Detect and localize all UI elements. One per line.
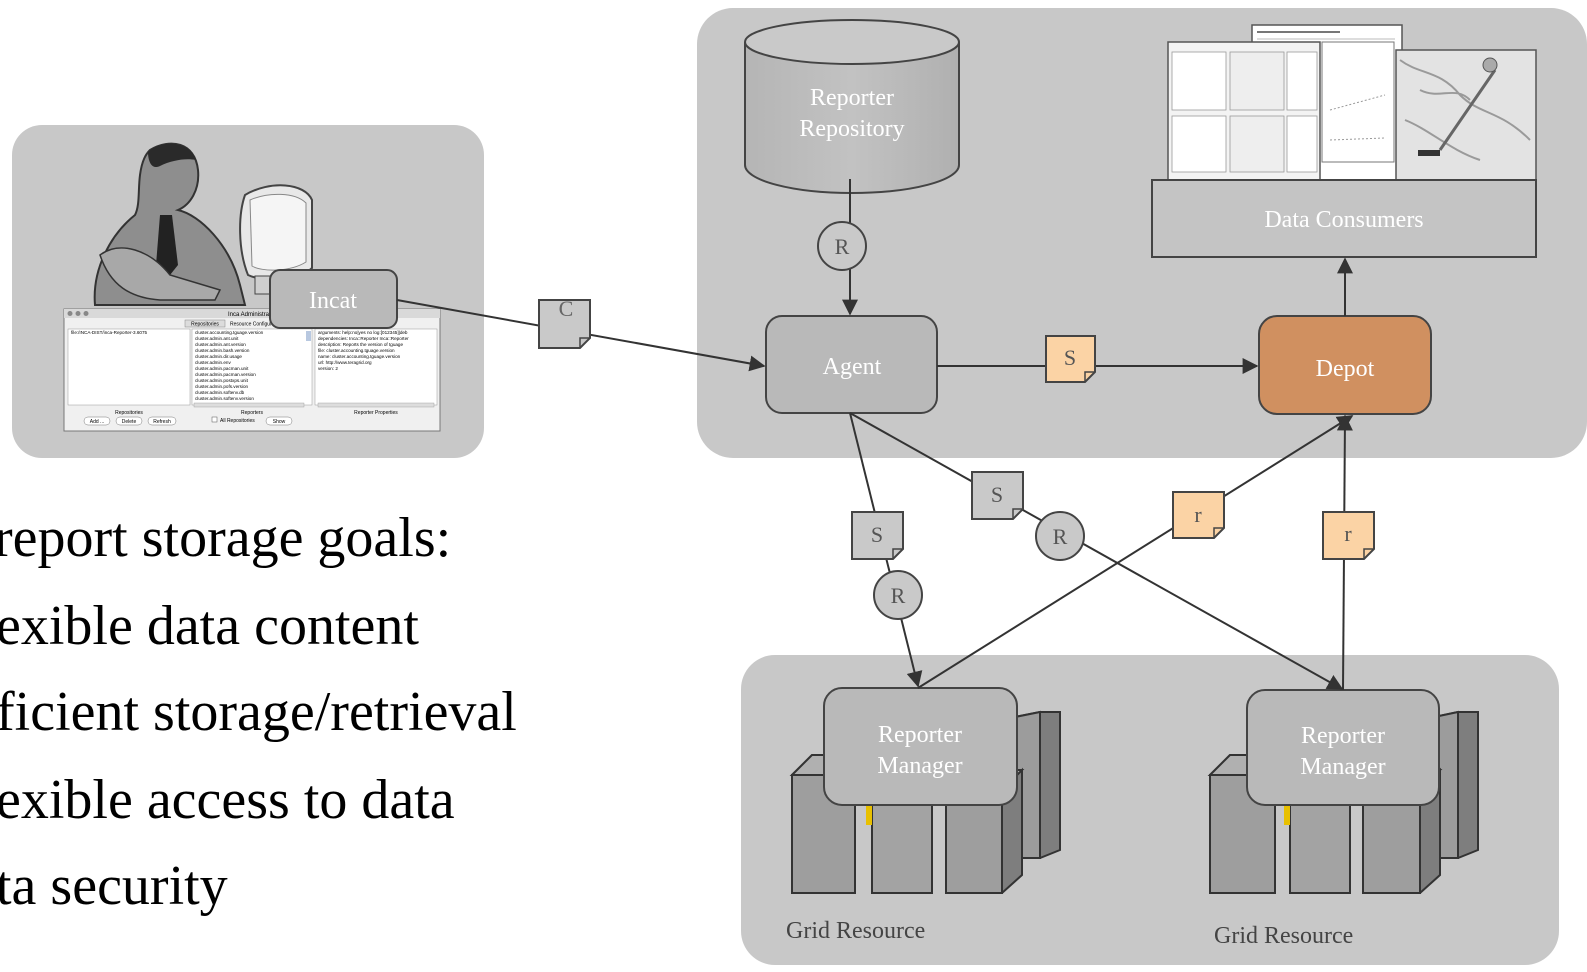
- reporter-list-item: cluster.admin.dir.usage: [195, 354, 242, 359]
- admin-window: Inca Administrator Repositories Resource…: [63, 308, 441, 432]
- section-reporters: Reporters: [241, 410, 263, 416]
- data-consumers-label: Data Consumers: [1264, 207, 1423, 233]
- bullet-2: exible data content: [0, 595, 419, 657]
- reporter-repository-label-2: Repository: [799, 116, 904, 142]
- reporter-property-line: name: cluster.accounting.tguage.version: [318, 354, 401, 359]
- bullet-1: report storage goals:: [0, 507, 452, 569]
- agent-to-manager-right-arrow: [849, 412, 1344, 690]
- show-button-label: Show: [273, 419, 286, 425]
- reporter-manager-right-label-1: Reporter: [1301, 723, 1385, 749]
- tab-resource-configuration: Resource Configuration: [230, 322, 283, 328]
- r-note-lower-right-label: r: [1344, 521, 1352, 546]
- r-note-lower-left-label: r: [1194, 502, 1202, 527]
- all-repositories-checkbox: [211, 416, 218, 423]
- reporter-list-item: cluster.admin.pacman.unit: [195, 366, 249, 371]
- reporter-manager-right-label-2: Manager: [1300, 754, 1385, 780]
- reporter-property-line: url: http://www.teragrid.org: [318, 360, 372, 365]
- reporter-repository-label-1: Reporter: [810, 85, 894, 111]
- admin-window-title: Inca Administrator: [228, 312, 276, 318]
- add-button-label: Add ...: [90, 419, 104, 425]
- add-button: [83, 416, 111, 426]
- reporter-property-line: arguments: help:no|yes no log:[012345]|d…: [318, 330, 408, 335]
- s-note-agent-depot-label: S: [1064, 345, 1076, 370]
- reporter-list-item: cluster.admin.ant.version: [195, 342, 246, 347]
- s-note-left-label: S: [871, 522, 883, 547]
- r-circle-left: [873, 570, 923, 620]
- reporter-list-item: cluster.admin.bash.version: [195, 348, 250, 353]
- reporter-property-line: file: cluster.accounting.tguage.version: [318, 348, 395, 353]
- manager-left-to-depot-arrow: [917, 415, 1354, 689]
- section-repositories: Repositories: [115, 410, 143, 416]
- c-note-label: C: [559, 296, 574, 321]
- admin-user-illustration: [93, 142, 313, 306]
- delete-button-label: Delete: [122, 419, 137, 425]
- agent-label: Agent: [823, 354, 882, 380]
- s-note-mid-label: S: [991, 482, 1003, 507]
- all-repositories-label: All Repositories: [220, 418, 255, 424]
- section-reporter-properties: Reporter Properties: [354, 410, 398, 416]
- s-note-agent-depot: [1045, 335, 1096, 383]
- bullet-4: exible access to data: [0, 769, 455, 831]
- bullet-3: ficient storage/retrieval: [0, 681, 517, 743]
- depot-label: Depot: [1316, 356, 1375, 382]
- show-button: [265, 416, 293, 426]
- bullet-5: ta security: [0, 855, 228, 917]
- reporter-list-item: cluster.admin.env: [195, 360, 231, 365]
- r-circle-repository-label: R: [835, 234, 850, 259]
- reporter-list-item: cluster.admin.softenv.version: [195, 396, 254, 401]
- r-circle-mid-label: R: [1053, 524, 1068, 549]
- reporter-manager-left-label-1: Reporter: [878, 722, 962, 748]
- grid-resource-left-label: Grid Resource: [786, 918, 925, 944]
- c-note-badge: [538, 299, 591, 349]
- r-circle-repository: [817, 221, 867, 271]
- s-note-mid: [971, 471, 1024, 520]
- refresh-button-label: Refresh: [153, 419, 171, 425]
- grid-resource-right-label: Grid Resource: [1214, 923, 1353, 949]
- reporter-list-item: cluster.accounting.tguage.version: [195, 330, 264, 335]
- reporter-list-item: cluster.admin.ant.unit: [195, 336, 239, 341]
- tab-repositories: Repositories: [191, 322, 219, 328]
- repository-path: file:/INCA-DIST/inca-Reporter-3.6075: [71, 330, 148, 335]
- s-note-left: [851, 511, 904, 560]
- r-note-lower-right: [1322, 511, 1375, 560]
- reporter-list-item: cluster.admin.softenv.db: [195, 390, 245, 395]
- reporter-repository-cylinder: [744, 19, 960, 194]
- reporter-manager-left-label-2: Manager: [877, 753, 962, 779]
- r-circle-left-label: R: [891, 583, 906, 608]
- r-note-lower-left: [1172, 491, 1225, 539]
- delete-button: [115, 416, 143, 426]
- data-consumers-box: [1151, 179, 1537, 258]
- reporter-property-line: dependencies: Inca::Reporter Inca::Repor…: [318, 336, 409, 341]
- reporter-list-item: cluster.admin.pofs.version: [195, 384, 249, 389]
- reporter-list-item: cluster.admin.pacman.version: [195, 372, 256, 377]
- reporter-property-line: version: 2: [318, 366, 338, 371]
- reporter-list-item: cluster.admin.postxps.unit: [195, 378, 249, 383]
- reporter-manager-left-box: [823, 687, 1018, 806]
- refresh-button: [147, 416, 177, 426]
- r-circle-mid: [1035, 511, 1085, 561]
- reporter-property-line: description: Reports the version of tgua…: [318, 342, 403, 347]
- incat-label: Incat: [309, 288, 357, 314]
- data-consumer-screenshots: [1167, 24, 1537, 181]
- incat-box: [269, 269, 398, 329]
